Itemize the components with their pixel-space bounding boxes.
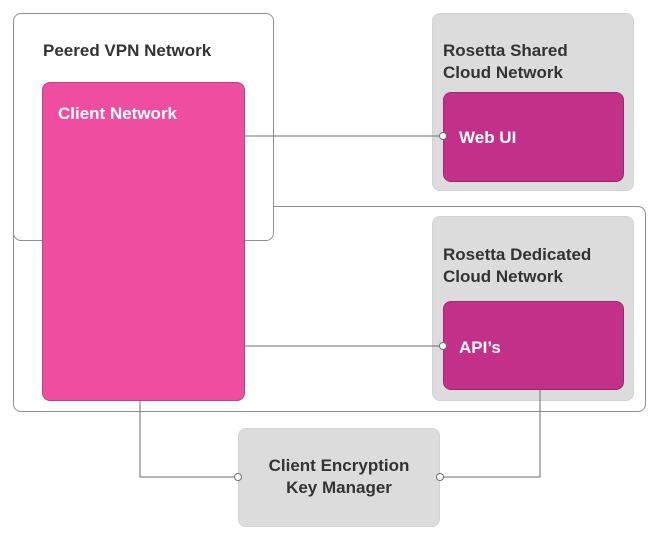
client-encryption-key-manager-box — [238, 428, 440, 527]
rosetta-shared-cloud-network-label-line2: Cloud Network — [443, 63, 563, 82]
peered-vpn-network-label: Peered VPN Network — [43, 41, 212, 60]
rosetta-dedicated-cloud-network-label-line2: Cloud Network — [443, 267, 563, 286]
client-network-label: Client Network — [58, 104, 178, 123]
web-ui-box — [443, 92, 624, 182]
apis-label: API’s — [459, 338, 501, 357]
rosetta-dedicated-cloud-network-label-line1: Rosetta Dedicated — [443, 245, 592, 264]
client-network-box — [42, 82, 245, 401]
key-manager-label-line2: Key Manager — [286, 478, 392, 497]
connector-client-to-key-manager — [139, 401, 238, 478]
rosetta-shared-cloud-network-label-line1: Rosetta Shared — [443, 41, 568, 60]
key-manager-label-line1: Client Encryption — [268, 456, 410, 475]
web-ui-label: Web UI — [459, 128, 517, 147]
extended-network-boundary — [13, 206, 646, 412]
